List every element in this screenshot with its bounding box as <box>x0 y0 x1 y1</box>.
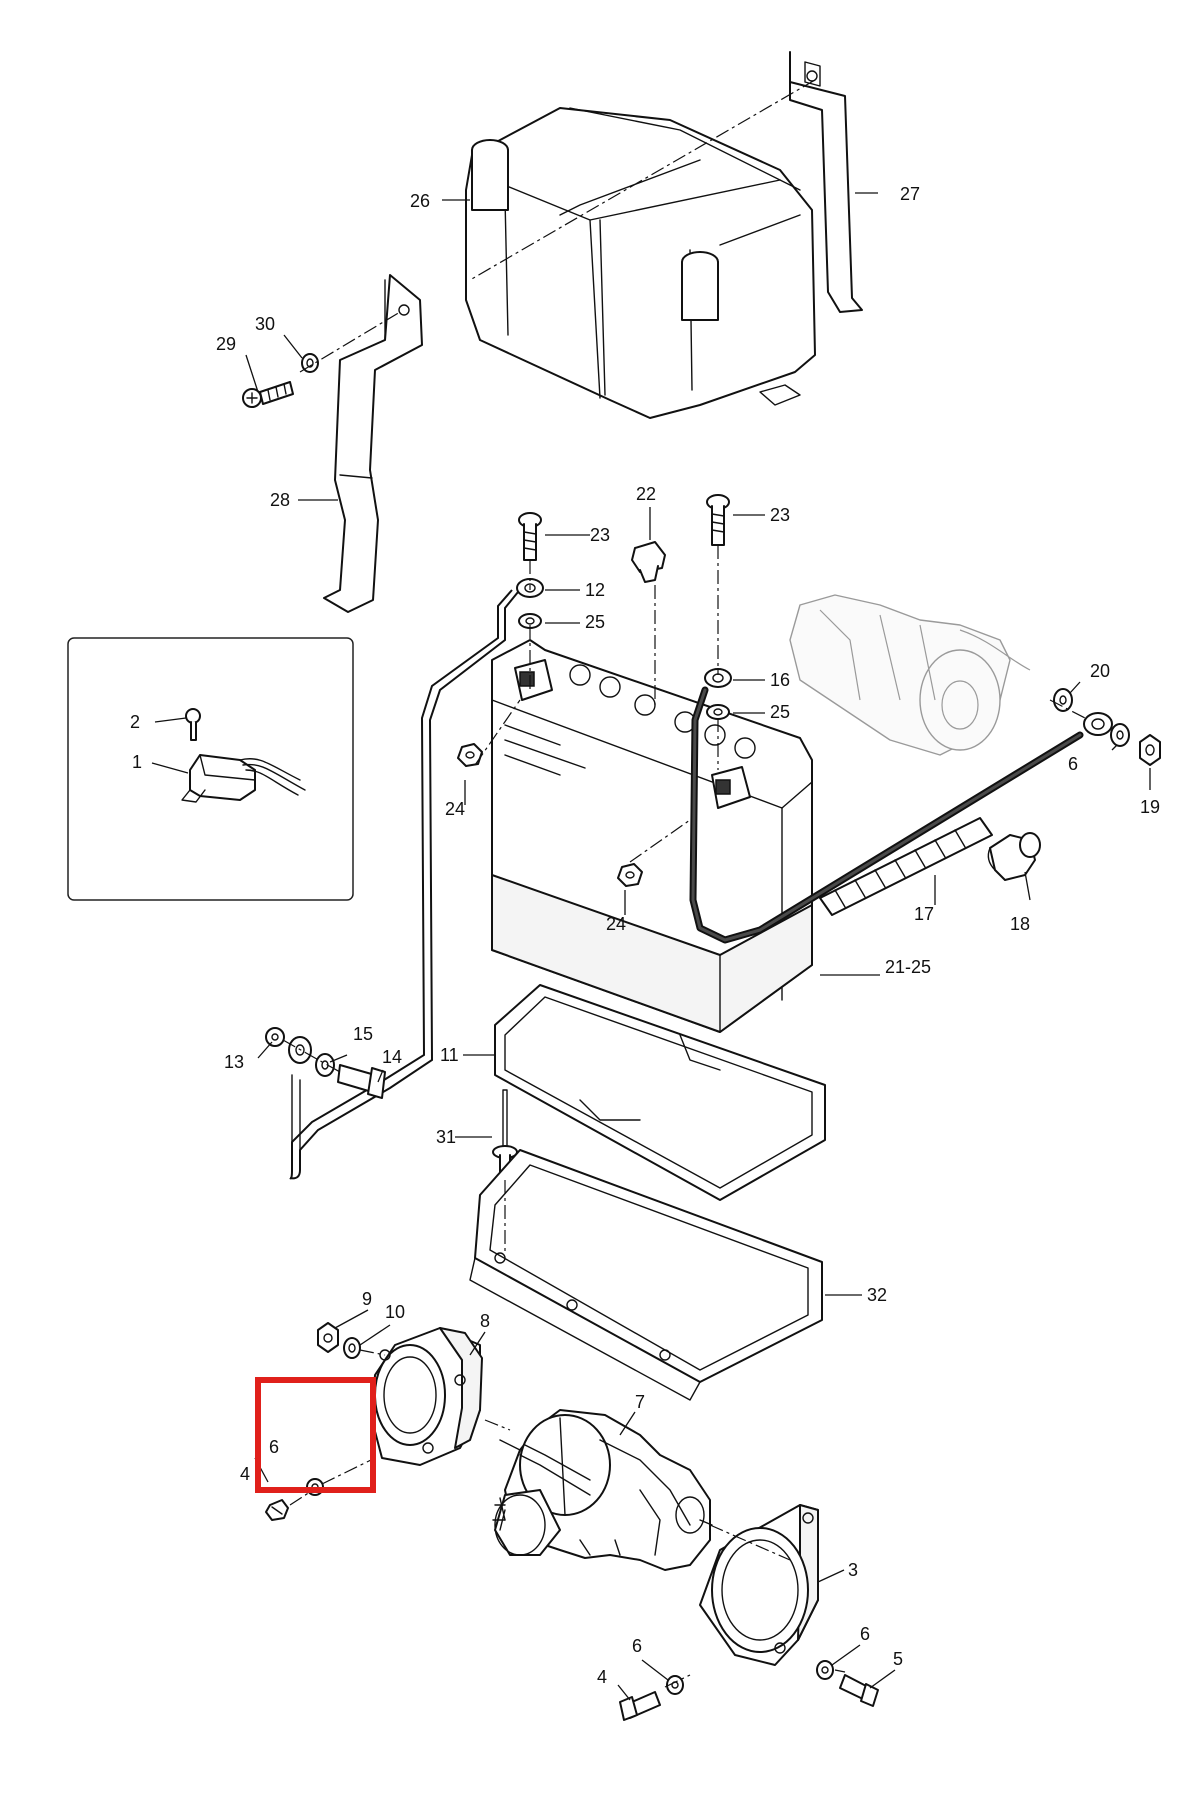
callout-16: 16 <box>770 670 790 690</box>
callout-28: 28 <box>270 490 290 510</box>
callout-32: 32 <box>867 1285 887 1305</box>
lock-washer-13 <box>265 1027 285 1047</box>
callout-17: 17 <box>914 904 934 924</box>
terminal-nut-24-right <box>617 863 643 887</box>
callout-29: 29 <box>216 334 236 354</box>
washer-25-left <box>518 613 542 629</box>
washer-10 <box>343 1337 361 1359</box>
callout-30: 30 <box>255 314 275 334</box>
callout-19: 19 <box>1140 797 1160 817</box>
callout-24-left: 24 <box>445 799 465 819</box>
washer-15 <box>315 1053 335 1077</box>
callout-leader-lines <box>151 192 1151 1701</box>
callout-22: 22 <box>636 484 656 504</box>
callout-26: 26 <box>410 191 430 211</box>
callout-2: 2 <box>130 712 140 732</box>
screw-29 <box>242 381 294 408</box>
callout-6-cable: 6 <box>1068 754 1078 774</box>
callout-8: 8 <box>480 1311 490 1331</box>
battery-hold-down-strap-right <box>789 51 863 313</box>
callout-14: 14 <box>382 1047 402 1067</box>
callout-4-lower: 4 <box>597 1667 607 1687</box>
callout-25-right: 25 <box>770 702 790 722</box>
terminal-screw-23-right <box>706 494 730 546</box>
battery-cover <box>465 107 816 419</box>
nut-9 <box>317 1322 339 1353</box>
callout-23-left: 23 <box>590 525 610 545</box>
screw-2 <box>185 708 201 741</box>
battery-tray-liner-11 <box>494 984 826 1201</box>
callout-24-right: 24 <box>606 914 626 934</box>
highlight-box <box>255 1377 376 1493</box>
callout-27: 27 <box>900 184 920 204</box>
battery-support-32 <box>469 1149 823 1401</box>
callout-6-lower-right: 6 <box>860 1624 870 1644</box>
starter-gasket-plate-3 <box>699 1504 819 1666</box>
callout-7: 7 <box>635 1392 645 1412</box>
terminal-screw-23-left <box>518 512 542 561</box>
bolt-5 <box>839 1674 879 1707</box>
washer-30 <box>301 353 319 373</box>
callout-4-upper: 4 <box>240 1464 250 1484</box>
protective-sleeve-17 <box>819 817 993 916</box>
battery-side-strap <box>323 274 423 613</box>
callout-25-left: 25 <box>585 612 605 632</box>
starter-mounting-plate-8 <box>371 1327 483 1466</box>
callout-10: 10 <box>385 1302 405 1322</box>
bolt-4-upper <box>265 1499 289 1521</box>
callout-20: 20 <box>1090 661 1110 681</box>
washer-6-cable <box>1110 723 1130 747</box>
callout-15: 15 <box>353 1024 373 1044</box>
relay-1 <box>181 754 306 803</box>
callout-9: 9 <box>362 1289 372 1309</box>
callout-12: 12 <box>585 580 605 600</box>
starter-background-view <box>789 594 1031 756</box>
callout-23-right: 23 <box>770 505 790 525</box>
assembly-centerlines <box>282 79 1086 1688</box>
washer-6-lower-left <box>666 1675 684 1695</box>
callout-31: 31 <box>436 1127 456 1147</box>
callout-labels: 26 27 30 29 28 22 23 23 12 25 16 25 20 2… <box>130 184 1160 1687</box>
callout-11: 11 <box>440 1045 459 1065</box>
washer-25-right <box>706 704 730 720</box>
bolt-4-lower <box>619 1691 661 1721</box>
nut-19 <box>1139 734 1161 766</box>
terminal-boot-18 <box>987 832 1041 881</box>
callout-21-25: 21-25 <box>885 957 931 977</box>
vent-plug-22 <box>631 541 666 583</box>
washer-20 <box>1053 688 1073 712</box>
washer-6-lower-right <box>816 1660 834 1680</box>
callout-5: 5 <box>893 1649 903 1669</box>
callout-6-lower-left: 6 <box>632 1636 642 1656</box>
terminal-nut-24-left <box>457 743 483 767</box>
callout-1: 1 <box>132 752 142 772</box>
callout-13: 13 <box>224 1052 244 1072</box>
starter-motor-7 <box>492 1409 713 1571</box>
callout-3: 3 <box>848 1560 858 1580</box>
battery <box>491 639 813 1033</box>
callout-6-highlighted: 6 <box>269 1437 279 1457</box>
callout-18: 18 <box>1010 914 1030 934</box>
